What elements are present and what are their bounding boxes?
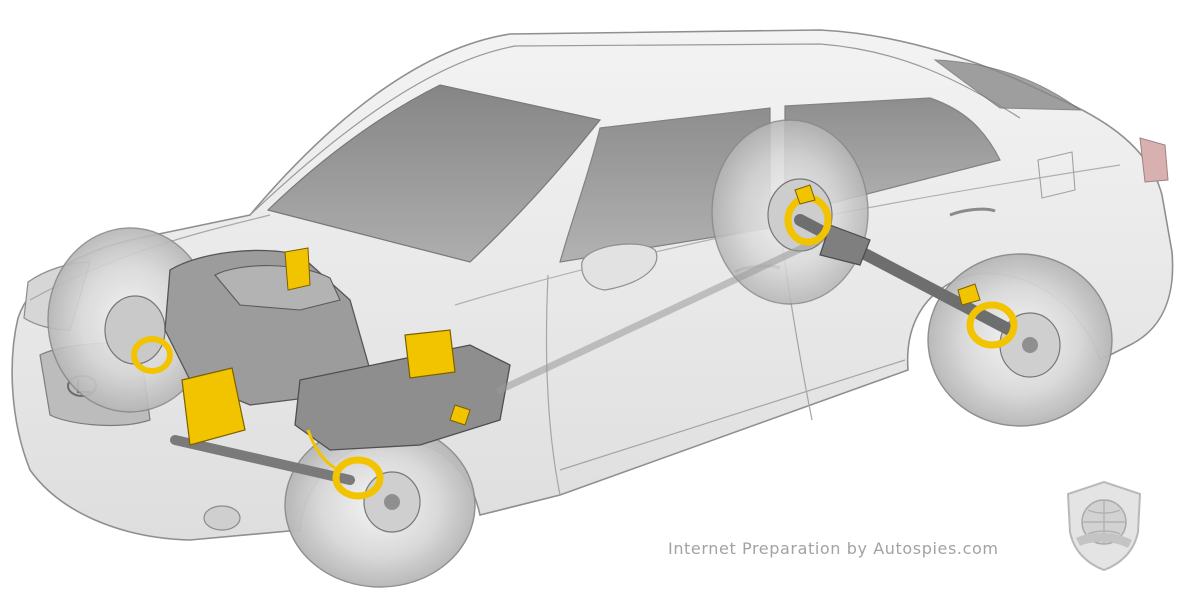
highlighted-components (131, 184, 1018, 500)
propeller-shaft (496, 231, 834, 394)
autospies-shield-icon (1066, 480, 1142, 572)
windshield (266, 84, 602, 263)
rear-window (933, 59, 1082, 111)
ecu-highlight (181, 367, 246, 446)
drivetrain (164, 214, 1016, 485)
fog-light (203, 505, 241, 531)
transmission (294, 344, 511, 451)
tail-light (1139, 137, 1169, 183)
rear-differential (819, 224, 871, 266)
watermark-credit-text: Internet Preparation by Autospies.com (668, 539, 999, 558)
fuel-door (1037, 151, 1076, 199)
front-door-seam (545, 274, 561, 496)
rear-door-handle (949, 207, 996, 217)
front-right-wheel (284, 422, 476, 588)
roof-line (249, 43, 1021, 216)
side-mirror (581, 243, 658, 291)
transmission-module-highlight (404, 329, 456, 379)
rear-right-wheel (927, 253, 1113, 427)
throttle-body-highlight (284, 247, 311, 291)
front-right-sensor-ring (306, 429, 384, 500)
front-axle (170, 435, 355, 485)
speed-sensor-highlight (449, 404, 471, 426)
front-left-sensor-ring (131, 336, 173, 374)
rear-right-sensor-ring (957, 283, 1018, 349)
rear-left-sensor-ring (784, 184, 832, 246)
rocker-line (559, 359, 906, 471)
